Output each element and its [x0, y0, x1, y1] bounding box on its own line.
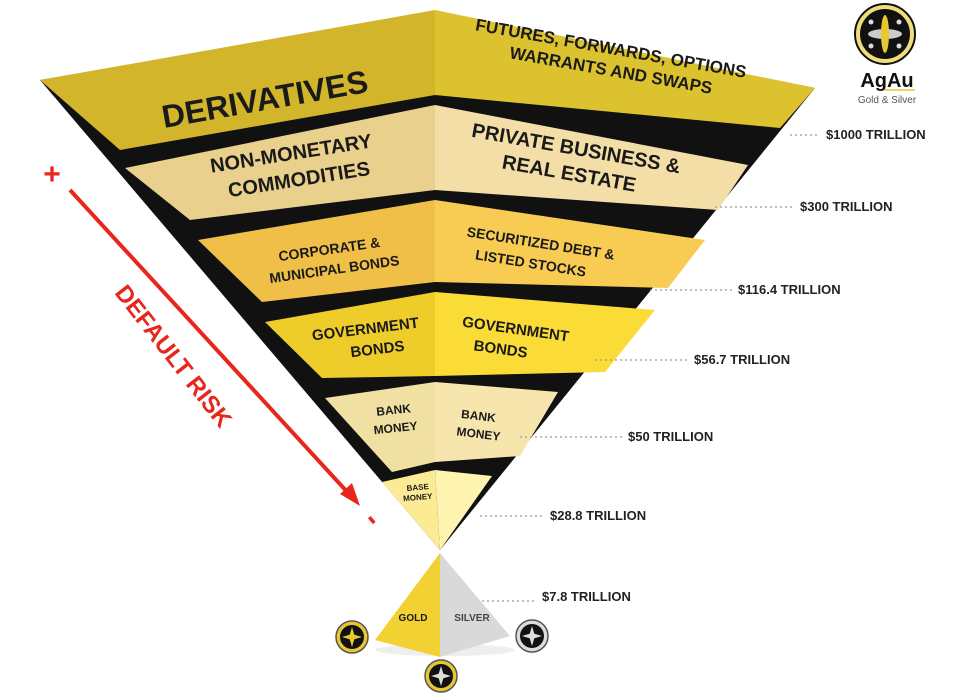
silver-face	[440, 553, 510, 657]
logo-name: AgAu	[860, 70, 913, 92]
gold-label: GOLD	[399, 613, 428, 624]
layer-bank-left	[325, 382, 435, 472]
layer-commodities-left	[125, 105, 435, 220]
risk-minus: -	[357, 505, 389, 534]
layer-bank-right	[435, 382, 558, 462]
gold-face	[375, 553, 440, 657]
layer-commodities-right	[435, 105, 748, 210]
gov-bonds-left-label-2: BONDS	[350, 338, 406, 361]
layer-bonds-left	[198, 200, 435, 302]
layer-base-right	[435, 470, 492, 550]
risk-plus: +	[43, 158, 61, 191]
agau-logo	[854, 3, 916, 65]
value-gov: $56.7 TRILLION	[694, 352, 790, 367]
bank-money-right-label-1: BANK	[460, 407, 496, 425]
value-derivatives: $1000 TRILLION	[826, 127, 926, 142]
layer-gov-left	[265, 292, 435, 378]
risk-arrow	[68, 188, 352, 497]
layer-base-left	[382, 470, 440, 550]
bank-money-left-label-1: BANK	[376, 401, 412, 419]
value-bank: $50 TRILLION	[628, 429, 713, 444]
arrow-head-icon	[340, 483, 360, 506]
layer-derivatives-right	[435, 10, 815, 128]
silver-label: SILVER	[454, 613, 490, 624]
layer-gov-right	[435, 292, 655, 376]
value-base: $28.8 TRILLION	[550, 508, 646, 523]
bank-money-right-label-2: MONEY	[456, 424, 501, 443]
layer-stocks-right	[435, 200, 705, 288]
layer-derivatives-left	[40, 10, 435, 150]
bank-money-left-label-2: MONEY	[373, 419, 418, 438]
value-metals: $7.8 TRILLION	[542, 589, 631, 604]
value-bonds: $116.4 TRILLION	[738, 282, 841, 297]
silver-coin-icon	[515, 619, 549, 653]
gold-coin-icon	[335, 620, 369, 654]
gold-silver-coin-icon	[424, 659, 458, 693]
value-commodities: $300 TRILLION	[800, 199, 892, 214]
base-money-label-2: MONEY	[403, 492, 434, 504]
logo-tagline: Gold & Silver	[858, 95, 917, 106]
base-money-label-1: BASE	[406, 482, 430, 493]
